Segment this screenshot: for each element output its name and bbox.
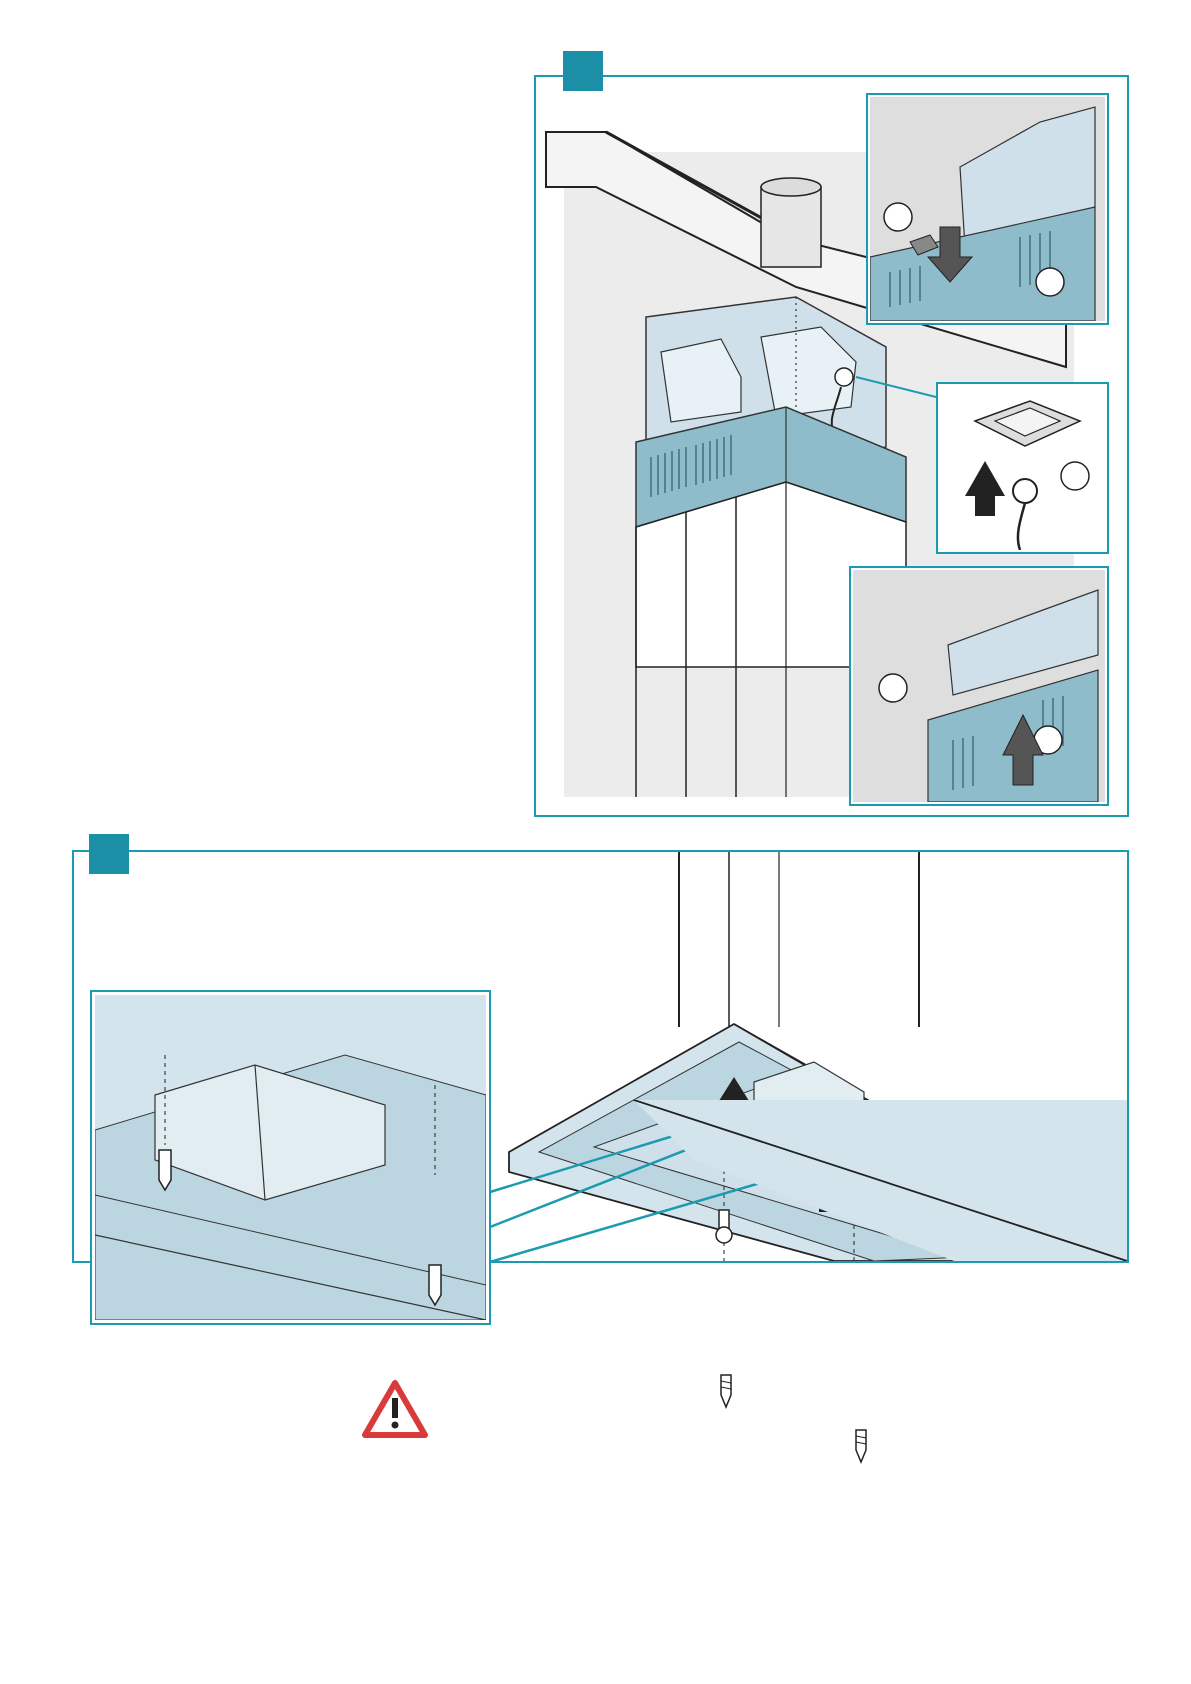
plug-on-bracket xyxy=(835,368,853,386)
plug-drawing xyxy=(940,386,1105,550)
warning-triangle-icon xyxy=(362,1380,428,1438)
arrow-up-icon xyxy=(965,461,1005,516)
screw-icon xyxy=(716,1210,732,1243)
power-plug-icon xyxy=(1013,479,1037,503)
inset-top-drawing xyxy=(870,97,1105,321)
inset-bottom-drawing xyxy=(853,570,1105,802)
callout-circle-2 xyxy=(1036,268,1064,296)
duct-pipe xyxy=(761,187,821,267)
screw-icon xyxy=(715,1373,737,1413)
screw-icon xyxy=(429,1265,441,1305)
screw-icon xyxy=(850,1428,872,1468)
callout-circle-1 xyxy=(884,203,912,231)
inset-hood-drawing xyxy=(95,995,486,1320)
hood-chimney xyxy=(679,852,919,1027)
callout-circle-4 xyxy=(879,674,907,702)
callout-circle-3 xyxy=(1061,462,1089,490)
screw-icon xyxy=(159,1150,171,1190)
